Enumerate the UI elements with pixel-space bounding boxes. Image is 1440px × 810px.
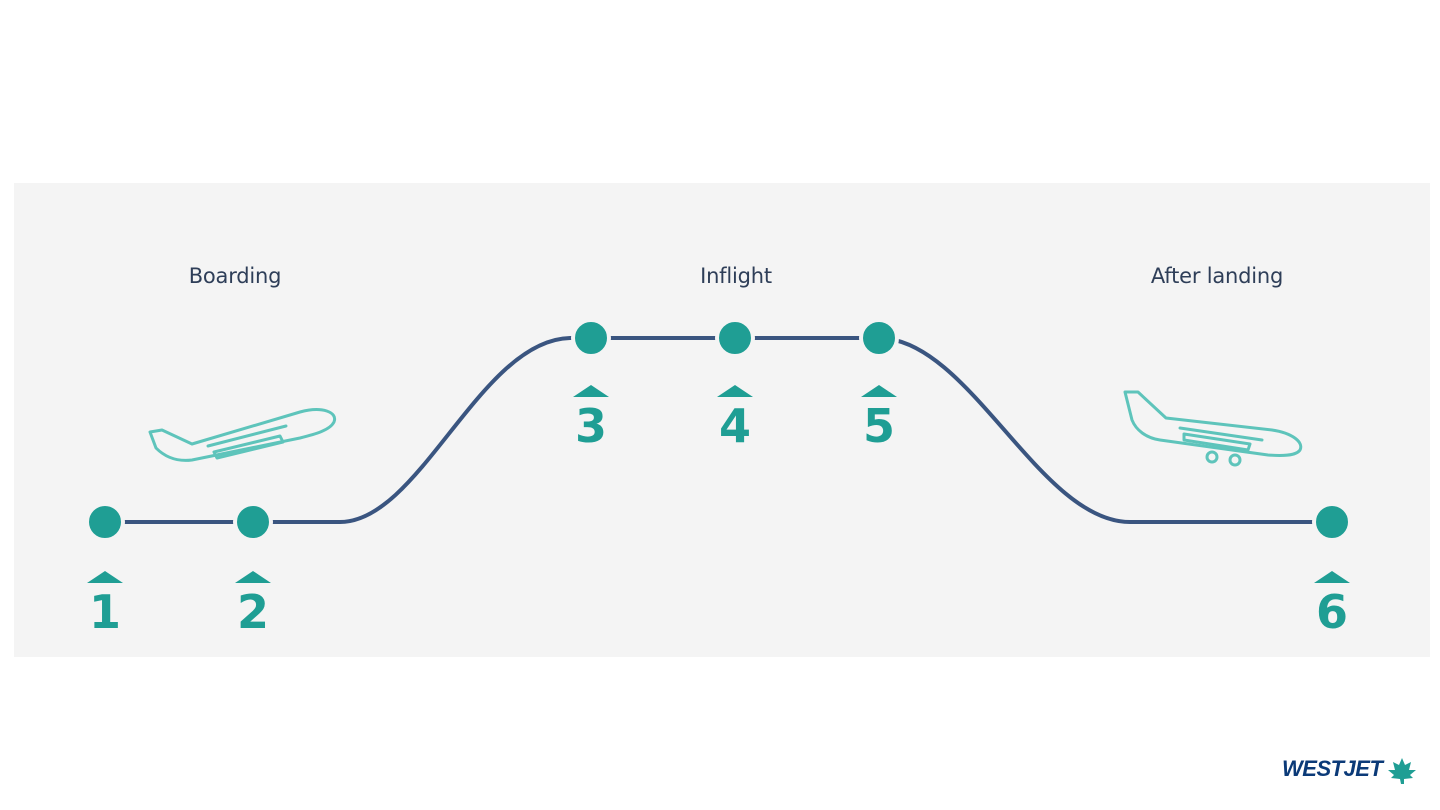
- stage-number: 6: [1315, 585, 1348, 639]
- pointer-up-icon: [1314, 571, 1350, 583]
- pointer-up-icon: [235, 571, 271, 583]
- stage-number: 5: [862, 399, 895, 453]
- stage-number: 1: [88, 585, 121, 639]
- stage-number: 2: [236, 585, 269, 639]
- westjet-logo: WESTJET: [1282, 756, 1383, 782]
- stage-dot-5: [859, 318, 899, 358]
- maple-leaf-icon: [1388, 758, 1416, 784]
- phase-label-inflight: Inflight: [700, 264, 772, 288]
- pointer-up-icon: [861, 385, 897, 397]
- stage-marker-5: 5: [849, 385, 909, 449]
- stage-marker-3: 3: [561, 385, 621, 449]
- stage-dot-4: [715, 318, 755, 358]
- airplane-landing-icon: [1123, 390, 1303, 467]
- stage-marker-2: 2: [223, 571, 283, 635]
- logo-wordmark: WESTJET: [1282, 756, 1383, 781]
- stage-marker-1: 1: [75, 571, 135, 635]
- airplane-takeoff-icon: [148, 408, 337, 462]
- stage-dot-2: [233, 502, 273, 542]
- stage-dot-6: [1312, 502, 1352, 542]
- pointer-up-icon: [573, 385, 609, 397]
- stage-marker-4: 4: [705, 385, 765, 449]
- phase-label-after-landing: After landing: [1150, 264, 1284, 288]
- stage-dot-3: [571, 318, 611, 358]
- stage-dot-1: [85, 502, 125, 542]
- stage-marker-6: 6: [1302, 571, 1362, 635]
- phase-label-boarding: Boarding: [188, 264, 282, 288]
- stage-number: 4: [718, 399, 751, 453]
- pointer-up-icon: [87, 571, 123, 583]
- stage-number: 3: [574, 399, 607, 453]
- pointer-up-icon: [717, 385, 753, 397]
